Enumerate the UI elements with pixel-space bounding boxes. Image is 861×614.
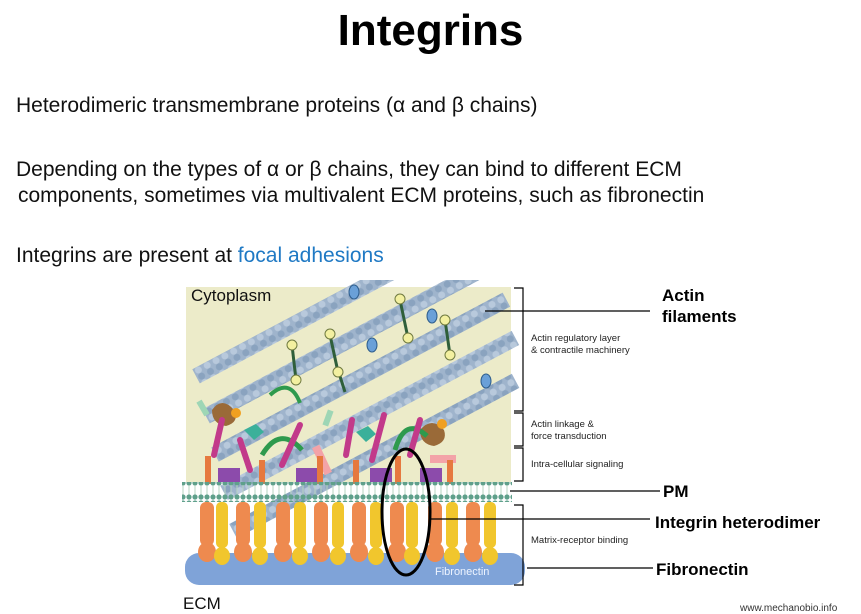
bullet-focal-adhesions: Integrins are present at focal adhesions — [16, 243, 384, 269]
plasma-membrane — [182, 482, 512, 502]
callout-actin: Actin filaments — [662, 285, 737, 327]
page-title: Integrins — [337, 6, 524, 55]
callout-actin-line1: Actin — [662, 286, 705, 305]
callout-integrin: Integrin heterodimer — [655, 513, 821, 532]
integrin-heterodimers — [198, 502, 498, 565]
layer-regulatory-line1: Actin regulatory layer — [531, 333, 621, 344]
adaptor-proteins — [196, 385, 456, 476]
fibronectin-band — [185, 553, 525, 585]
fibronectin-tag: Fibronectin — [435, 566, 490, 578]
bullet-chain-types-line1: Depending on the types of α or β chains,… — [16, 158, 682, 181]
actin-filaments — [192, 280, 520, 539]
focal-adhesions-link[interactable]: focal adhesions — [237, 244, 384, 267]
callout-actin-line2: filaments — [662, 307, 737, 326]
bullet-chain-types-line2: components, sometimes via multivalent EC… — [18, 184, 705, 207]
bullet-focal-prefix: Integrins are present at — [16, 244, 238, 267]
layer-regulatory-line2: & contractile machinery — [531, 345, 630, 356]
layer-linkage-line1: Actin linkage & — [531, 419, 594, 430]
integrin-figure — [182, 280, 660, 586]
layer-bracket — [514, 287, 524, 586]
integrin-tails — [205, 456, 453, 484]
talin-rods — [211, 412, 423, 473]
cytoplasm-label: Cytoplasm — [191, 286, 272, 305]
bullet-chain-types: Depending on the types of α or β chains,… — [16, 157, 704, 209]
bullet-heterodimeric: Heterodimeric transmembrane proteins (α … — [16, 94, 538, 117]
callout-lines — [430, 310, 660, 569]
layer-matrix: Matrix-receptor binding — [531, 535, 629, 546]
crosslinker-heads — [286, 293, 456, 386]
callout-pm: PM — [663, 482, 689, 501]
callout-fibronectin: Fibronectin — [656, 560, 749, 579]
layer-linkage: Actin linkage & force transduction — [531, 419, 607, 443]
ecm-label: ECM — [183, 594, 221, 613]
watermark: www.mechanobio.info — [740, 603, 838, 614]
highlight-ellipse — [380, 447, 432, 577]
layer-linkage-line2: force transduction — [531, 431, 607, 442]
layer-regulatory: Actin regulatory layer & contractile mac… — [531, 333, 630, 357]
myosin-heads — [348, 284, 492, 389]
layer-signaling: Intra-cellular signaling — [531, 459, 624, 470]
